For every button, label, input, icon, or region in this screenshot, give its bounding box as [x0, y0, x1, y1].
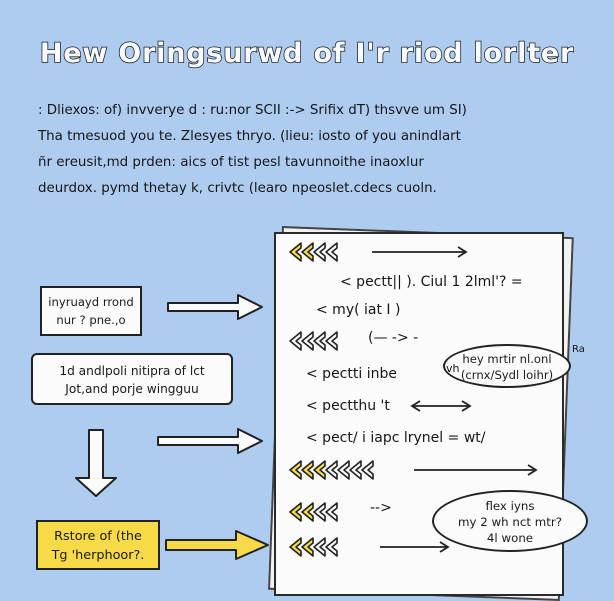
chevron-4-1-icon	[301, 537, 314, 557]
question-bubble-line-1: flex iyns	[485, 499, 535, 513]
chevron-4-3-icon	[325, 537, 338, 557]
result-note-line-2: Tg 'herphoor?.	[51, 548, 145, 563]
speech-bubble-note: hey mrtir nl.onl (crnx/Sydl loihr)	[443, 344, 571, 388]
chevron-1-0-icon	[289, 331, 302, 351]
chevron-0-3-icon	[325, 242, 338, 262]
doc-row-label-4: < pectti inbe	[306, 366, 397, 382]
illustration-svg	[75, 242, 538, 560]
doc-row-label-6: < pect/ i iapc lrynel = wt/	[306, 430, 486, 446]
input-note-box: inyruayd rrond nur ? pne.,o	[40, 286, 142, 336]
speech-bubble-tail-text: vh	[446, 362, 460, 375]
arrow-right-yellow-icon	[165, 530, 269, 560]
doc-row-label-1: < pectt|| ). Ciul 1 2lml'? =	[340, 274, 523, 290]
arrow-right-2-icon	[157, 428, 263, 454]
chevron-3-2-icon	[313, 502, 326, 522]
intro-paragraph: : Dliexos: of) invverye d : ru:nor SCII …	[38, 98, 598, 202]
chevron-2-4-icon	[337, 460, 350, 480]
chevron-1-3-icon	[325, 331, 338, 351]
flow-arrows	[75, 294, 263, 497]
speech-bubble-tag: Ra	[572, 344, 585, 355]
intro-line-3: ñr ereusit,md prden: aics of tist pesl t…	[38, 155, 424, 170]
row-arrow-head-1-icon	[527, 464, 538, 476]
chevron-2-5-icon	[349, 460, 362, 480]
chevron-2-6-icon	[361, 460, 374, 480]
chevron-4-2-icon	[313, 537, 326, 557]
process-note-line-1: 1d andlpoli nitipra of lct	[59, 364, 205, 378]
chevron-0-2-icon	[313, 242, 326, 262]
input-note-line-2: nur ? pne.,o	[56, 313, 126, 327]
arrow-right-1-icon	[167, 294, 263, 320]
row-arrow-head-0-icon	[457, 246, 468, 258]
chevron-2-2-icon	[313, 460, 326, 480]
process-note-line-2: Jot,and porje wingguu	[65, 382, 199, 396]
result-note-line-1: Rstore of (the	[54, 529, 142, 544]
result-note-box: Rstore of (the Tg 'herphoor?.	[36, 520, 160, 570]
doc-row-label-5: < pectthu 't	[306, 398, 390, 414]
chevron-4-0-icon	[289, 537, 302, 557]
process-note-box: 1d andlpoli nitipra of lct Jot,and porje…	[31, 353, 233, 405]
question-bubble-line-3: 4l wone	[486, 531, 534, 545]
document-chevron-marks	[289, 242, 374, 557]
chevron-3-1-icon	[301, 502, 314, 522]
chevron-3-3-icon	[325, 502, 338, 522]
row-arrow-head-2-icon	[439, 541, 450, 553]
chevron-0-1-icon	[301, 242, 314, 262]
speech-bubble-line-1: hey mrtir nl.onl	[462, 352, 552, 366]
speech-bubble-line-2: (crnx/Sydl loihr)	[460, 368, 554, 382]
intro-line-2: Tha tmesuod you te. Zlesyes thryo. (lieu…	[38, 129, 461, 144]
chevron-2-1-icon	[301, 460, 314, 480]
arrow-down-icon	[75, 429, 117, 497]
document-row-lines	[372, 246, 538, 553]
doc-row-tail-3: (— -> -	[368, 330, 419, 346]
question-bubble-line-2: my 2 wh nct mtr?	[458, 515, 562, 529]
input-note-line-1: inyruayd rrond	[48, 295, 134, 309]
chevron-2-0-icon	[289, 460, 302, 480]
chevron-3-0-icon	[289, 502, 302, 522]
chevron-1-1-icon	[301, 331, 314, 351]
page-title: Hew Oringsurwd of I'r riod lorlter	[39, 37, 575, 70]
row-arrow-head-3-icon	[461, 400, 472, 412]
question-bubble-note: flex iyns my 2 wh nct mtr? 4l wone	[432, 490, 588, 552]
intro-line-4: deurdox. pymd thetay k, crivtc (learo np…	[38, 181, 437, 196]
doc-row-tail-8: -->	[370, 500, 392, 516]
intro-line-1: : Dliexos: of) invverye d : ru:nor SCII …	[38, 103, 467, 118]
chevron-0-0-icon	[289, 242, 302, 262]
chevron-1-2-icon	[313, 331, 326, 351]
chevron-2-3-icon	[325, 460, 338, 480]
row-arrow-tail-3-icon	[410, 400, 421, 412]
doc-row-label-2: < my( iat I )	[316, 302, 401, 318]
